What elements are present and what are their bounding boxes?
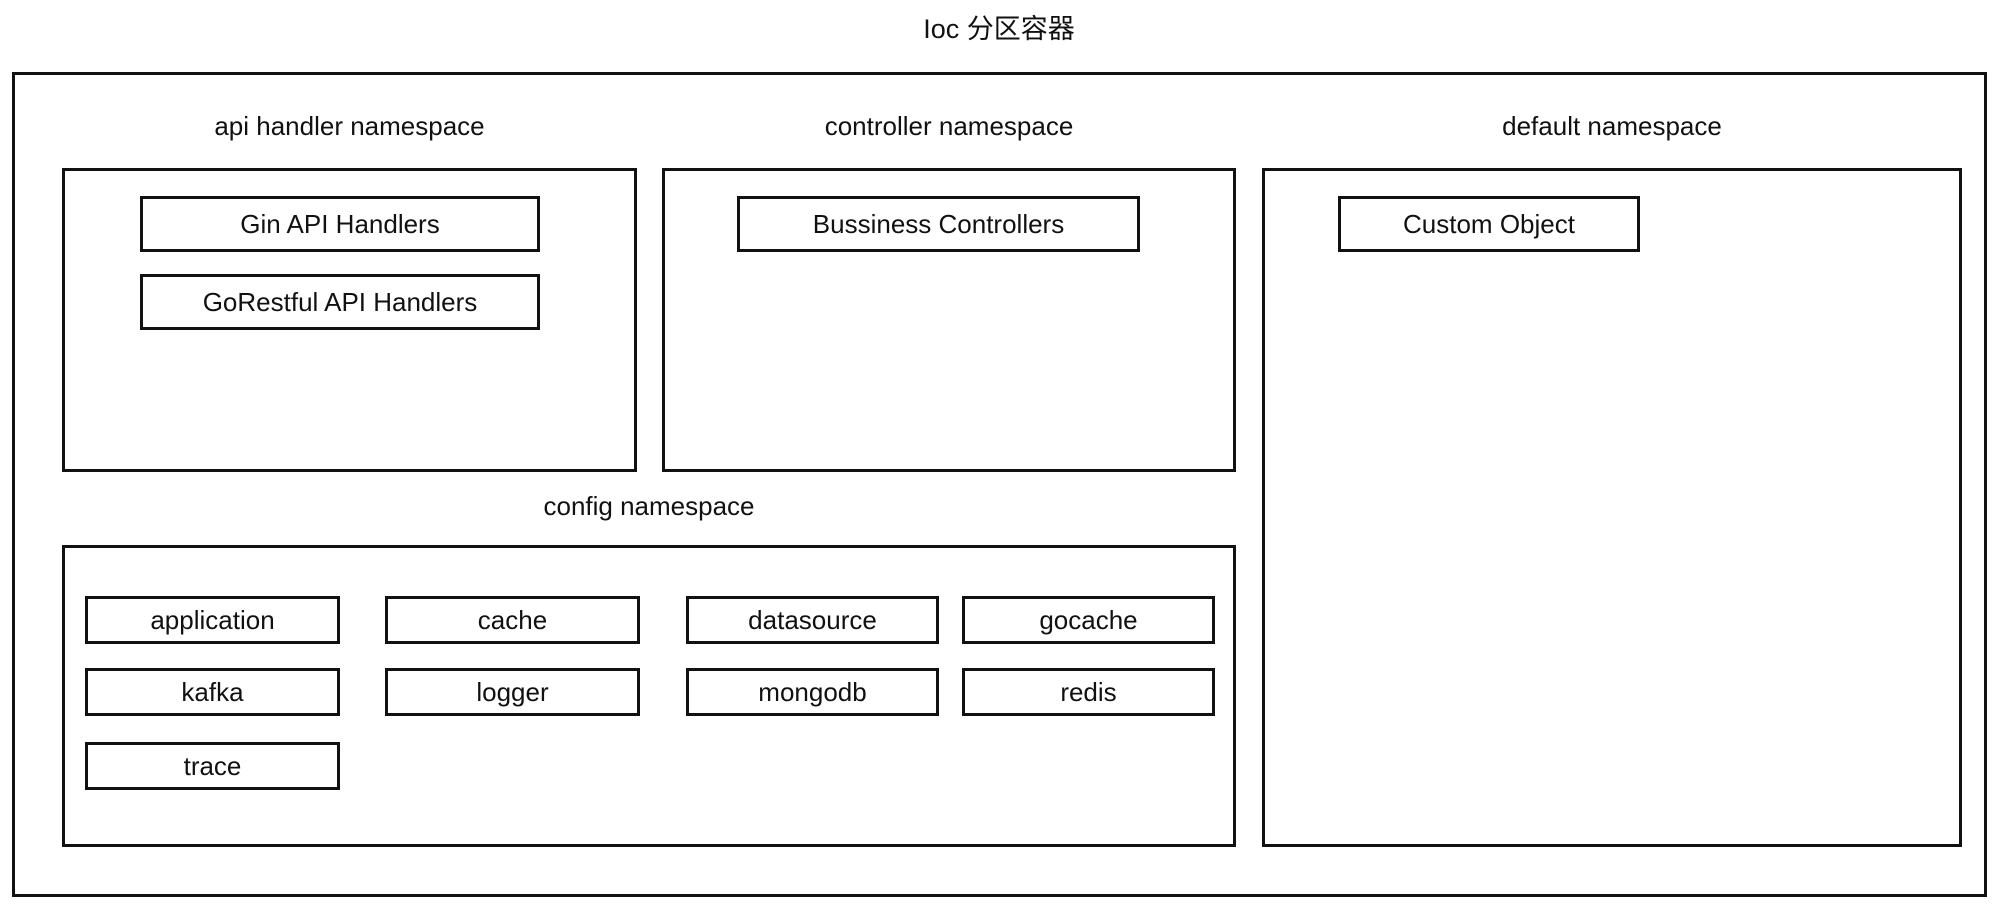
config-application-node: application [85,596,340,644]
config-logger-node: logger [385,668,640,716]
config-redis-node: redis [962,668,1215,716]
gin-api-handlers-node: Gin API Handlers [140,196,540,252]
config-mongodb-node: mongodb [686,668,939,716]
default-namespace-label: default namespace [1502,111,1722,141]
config-gocache-node: gocache [962,596,1215,644]
config-kafka-node: kafka [85,668,340,716]
controller-namespace-label: controller namespace [824,111,1074,141]
default-namespace-box [1262,168,1962,847]
config-cache-node: cache [385,596,640,644]
api-handler-namespace-label: api handler namespace [214,111,485,141]
bussiness-controllers-node: Bussiness Controllers [737,196,1140,252]
config-trace-node: trace [85,742,340,790]
config-namespace-label: config namespace [543,491,755,521]
config-datasource-node: datasource [686,596,939,644]
diagram-title: Ioc 分区容器 [923,14,1075,44]
gorestful-api-handlers-node: GoRestful API Handlers [140,274,540,330]
custom-object-node: Custom Object [1338,196,1640,252]
